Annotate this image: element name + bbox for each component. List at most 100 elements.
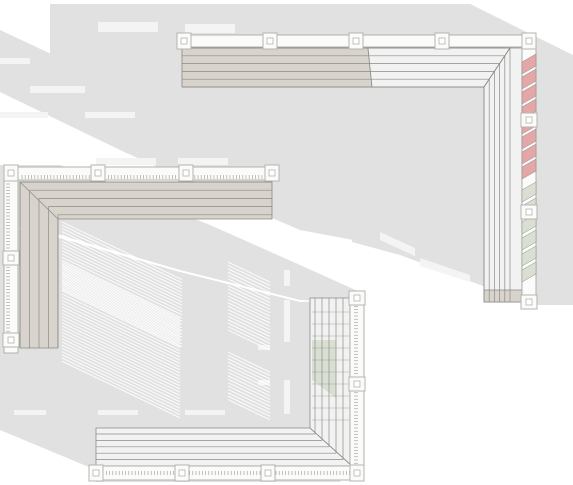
hatch-line-a xyxy=(61,279,183,338)
hatch-line-c xyxy=(227,329,271,351)
hatch-line-c xyxy=(227,326,271,348)
streak-8 xyxy=(178,158,228,165)
streak-11 xyxy=(185,410,225,415)
streak-3 xyxy=(0,58,30,64)
bracket-core xyxy=(94,169,102,177)
bracket-core xyxy=(92,469,100,477)
hatch-line-a xyxy=(61,224,183,284)
hatch-line-b xyxy=(61,271,181,329)
bracket-core xyxy=(7,169,15,177)
hatch-line-a xyxy=(61,288,183,348)
hatch-line-b xyxy=(61,338,181,396)
frame-brackets xyxy=(2,164,280,348)
hatch-line-d xyxy=(227,399,271,421)
bracket-core xyxy=(266,37,274,45)
hatch-line-b xyxy=(61,303,181,361)
hatch-line-a xyxy=(61,221,183,281)
hatch-line-a xyxy=(61,266,183,325)
bracket-core xyxy=(353,469,361,477)
hatch-line-d xyxy=(227,361,271,383)
hatch-line-b xyxy=(61,347,181,406)
hatch-line-a xyxy=(61,256,183,316)
hatch-line-d xyxy=(227,375,271,397)
hatch-line-c xyxy=(227,319,271,341)
hatch-line-c xyxy=(227,302,271,324)
hatch-line-d xyxy=(227,382,271,404)
hatch-line-c xyxy=(227,264,271,286)
hatched-panels xyxy=(61,221,271,421)
hatch-line-d xyxy=(227,392,271,414)
sawtooth-segment-green xyxy=(521,245,537,267)
hatch-line-b xyxy=(61,335,181,393)
sawtooth-segment-red xyxy=(521,68,537,90)
hatch-line-c xyxy=(227,275,271,297)
hatch-line-c xyxy=(227,295,271,317)
hatch-line-a xyxy=(61,285,183,345)
sawtooth-segment-red xyxy=(521,158,537,180)
hatch-line-c xyxy=(227,278,271,300)
hatch-line-a xyxy=(61,240,183,300)
hatch-line-c xyxy=(227,298,271,320)
hatch-line-a xyxy=(61,247,183,306)
bracket-core xyxy=(438,37,446,45)
hatch-line-b xyxy=(61,290,181,348)
corner-detail-bottom xyxy=(88,290,366,482)
hatch-line-b xyxy=(61,306,181,364)
streak-10 xyxy=(98,410,138,415)
streak-14 xyxy=(284,380,290,414)
hatch-line-b xyxy=(61,280,181,339)
hatch-line-b xyxy=(61,312,181,371)
wall-layer-lines xyxy=(19,181,272,348)
hatch-line-b xyxy=(61,319,181,377)
hatch-line-b xyxy=(61,309,181,368)
bracket-core xyxy=(525,298,533,306)
hatch-line-b xyxy=(61,322,181,380)
bracket-core xyxy=(525,208,533,216)
hatch-line-b xyxy=(61,331,181,390)
hatch-line-b xyxy=(61,299,181,358)
hatch-line-d xyxy=(227,385,271,407)
hatch-line-d xyxy=(227,378,271,400)
hatch-line-b xyxy=(61,357,181,416)
corner-miter-line xyxy=(483,47,511,88)
hatch-line-b xyxy=(61,274,181,332)
sawtooth-segment-red xyxy=(521,83,537,105)
hatch-line-d xyxy=(227,395,271,417)
sawtooth-segment-red xyxy=(521,128,537,150)
streak-17 xyxy=(420,258,470,282)
hatch-line-a xyxy=(61,263,183,322)
hatch-line-d xyxy=(227,365,271,387)
hatch-line-a xyxy=(61,231,183,290)
streak-6 xyxy=(85,112,135,118)
corner-miter-line xyxy=(19,181,59,220)
sawtooth-segment-red xyxy=(521,53,537,75)
hatch-line-d xyxy=(227,358,271,380)
hatch-line-c xyxy=(227,268,271,290)
corner-detail-middle-left xyxy=(2,164,280,354)
wall-vertical xyxy=(483,47,523,303)
hatch-line-b xyxy=(61,351,181,409)
bracket-core xyxy=(178,469,186,477)
frame-ticks xyxy=(6,175,272,348)
corner-detail-top-right xyxy=(176,32,538,310)
frame-rail-bottom xyxy=(89,465,365,481)
hatch-line-b xyxy=(61,325,181,384)
sawtooth-segment-green xyxy=(521,181,537,203)
hatch-line-d xyxy=(227,371,271,393)
hatch-line-b xyxy=(61,277,181,336)
hatch-line-c xyxy=(227,281,271,303)
hatch-line-b xyxy=(61,360,181,419)
bracket-core xyxy=(7,254,15,262)
hatch-line-b xyxy=(61,261,181,320)
streak-4 xyxy=(30,86,85,93)
hatch-line-b xyxy=(61,287,181,345)
wall-layer-lines xyxy=(182,47,511,302)
streak-9 xyxy=(14,410,46,415)
frame-brackets xyxy=(88,290,366,482)
wall-vertical-base xyxy=(483,289,523,303)
hatch-line-c xyxy=(227,261,271,283)
streak-2 xyxy=(185,24,235,33)
hatch-line-d xyxy=(227,351,271,373)
bracket-core xyxy=(264,469,272,477)
